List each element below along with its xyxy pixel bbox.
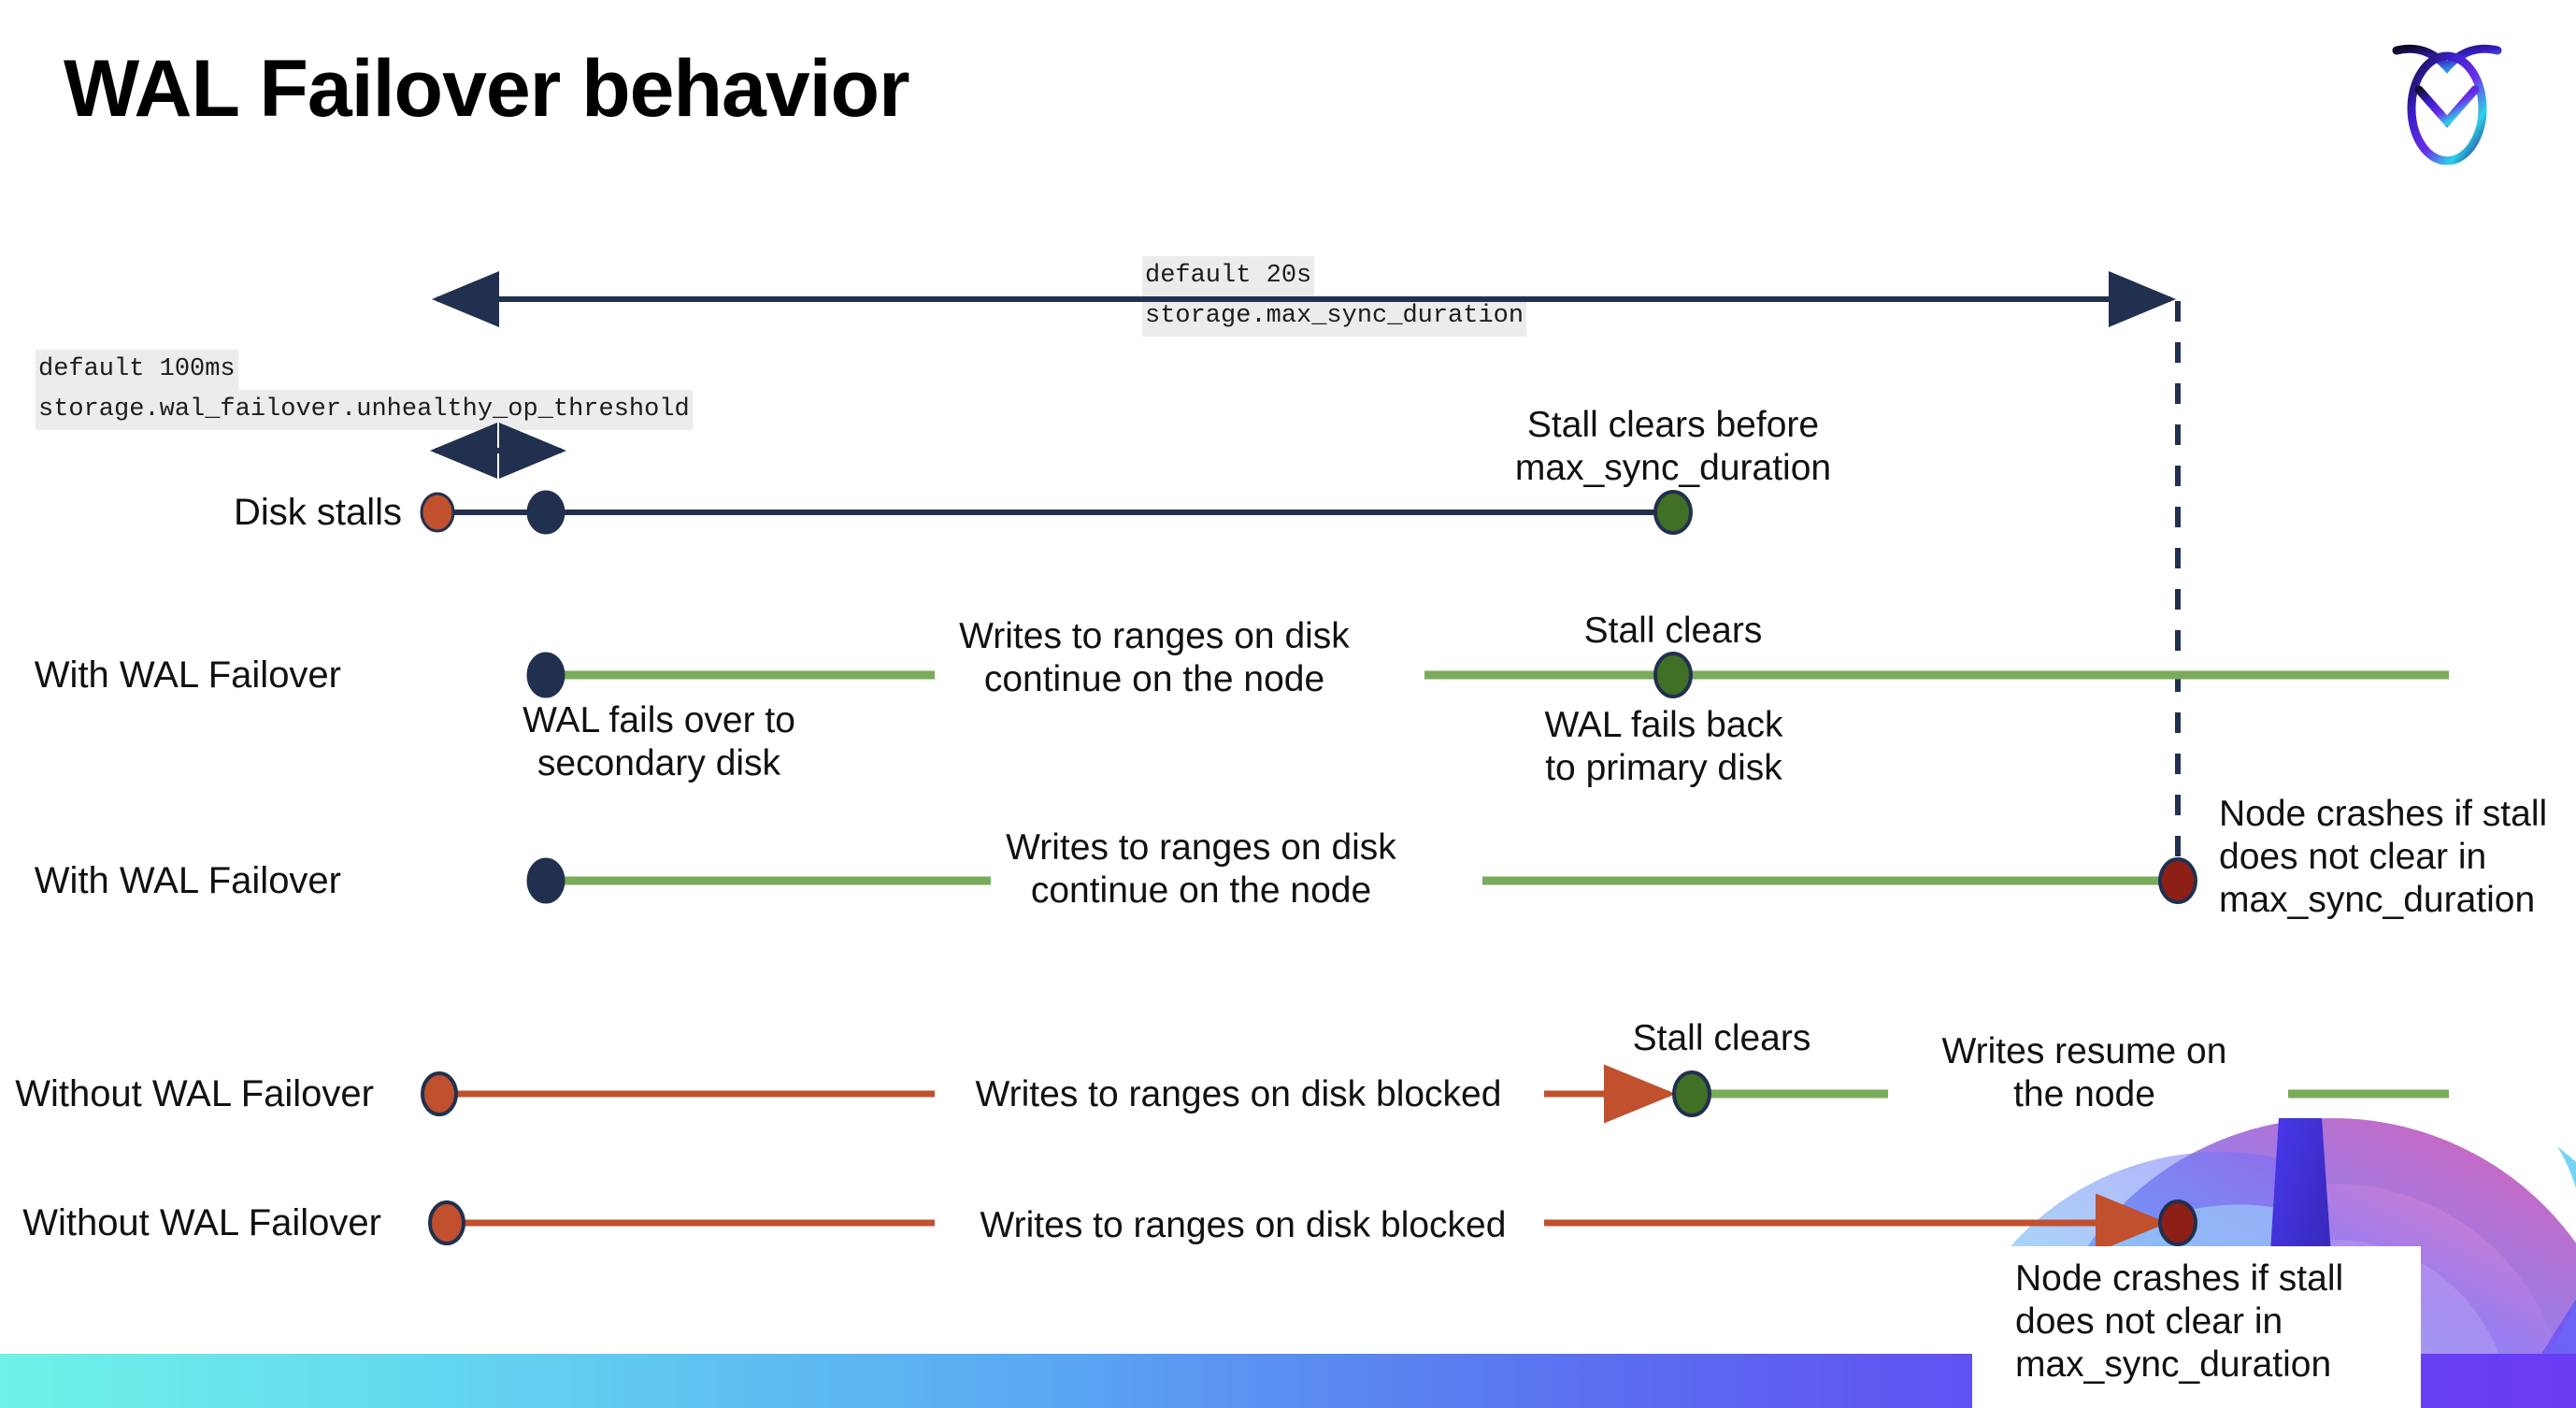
callout-writes-continue-2: Writes to ranges on disk continue on the… <box>1006 827 1396 912</box>
callout-wal-fails-back: WAL fails back to primary disk <box>1544 705 1783 789</box>
callout-node-crashes-2: Node crashes if stall does not clear in … <box>2015 1258 2344 1386</box>
wal-failover-1-start-dot <box>526 652 565 698</box>
wal-failover-2-start-dot <box>526 857 565 904</box>
callout-wal-fails-over: WAL fails over to secondary disk <box>522 700 795 784</box>
no-failover-1-clear-dot <box>1672 1070 1711 1117</box>
wal-failover-2-crash-dot <box>2158 857 2197 904</box>
row-label-without-wal-failover-2: Without WAL Failover <box>22 1202 381 1243</box>
code-line-storage-wal-failover: storage.wal_failover.unhealthy_op_thresh… <box>36 390 693 431</box>
callout-box-node-crashes-2: Node crashes if stall does not clear in … <box>1972 1246 2421 1408</box>
callout-writes-blocked-2: Writes to ranges on disk blocked <box>980 1205 1507 1245</box>
callout-writes-continue-1: Writes to ranges on disk continue on the… <box>959 616 1350 700</box>
callout-stall-clears-before: Stall clears before max_sync_duration <box>1514 405 1832 489</box>
disk-stalls-failover-dot <box>526 490 565 535</box>
callout-node-crashes-1: Node crashes if stall does not clear in … <box>2219 794 2548 921</box>
code-line-default-100ms: default 100ms <box>36 350 238 391</box>
no-failover-2-crash-dot <box>2158 1200 2197 1246</box>
page-title: WAL Failover behavior <box>64 44 910 134</box>
callout-stall-clears-1: Stall clears <box>1583 611 1763 651</box>
row-label-with-wal-failover-1: With WAL Failover <box>34 654 341 696</box>
row-label-without-wal-failover-1: Without WAL Failover <box>15 1073 374 1114</box>
annotation-unhealthy-op-threshold: default 100ms storage.wal_failover.unhea… <box>36 350 693 431</box>
disk-stalls-clear-dot <box>1653 490 1693 535</box>
row-label-with-wal-failover-2: With WAL Failover <box>34 860 341 901</box>
callout-writes-resume: Writes resume on the node <box>1941 1031 2227 1115</box>
no-failover-1-start-dot <box>421 1071 458 1116</box>
disk-stalls-start-dot <box>420 492 455 533</box>
wal-failover-1-clear-dot <box>1653 652 1693 698</box>
callout-stall-clears-2: Stall clears <box>1632 1018 1811 1058</box>
row-label-disk-stalls: Disk stalls <box>233 492 402 533</box>
no-failover-2-start-dot <box>428 1200 465 1245</box>
callout-writes-blocked-1: Writes to ranges on disk blocked <box>975 1074 1502 1114</box>
cockroachdb-logo-icon <box>2382 26 2512 166</box>
